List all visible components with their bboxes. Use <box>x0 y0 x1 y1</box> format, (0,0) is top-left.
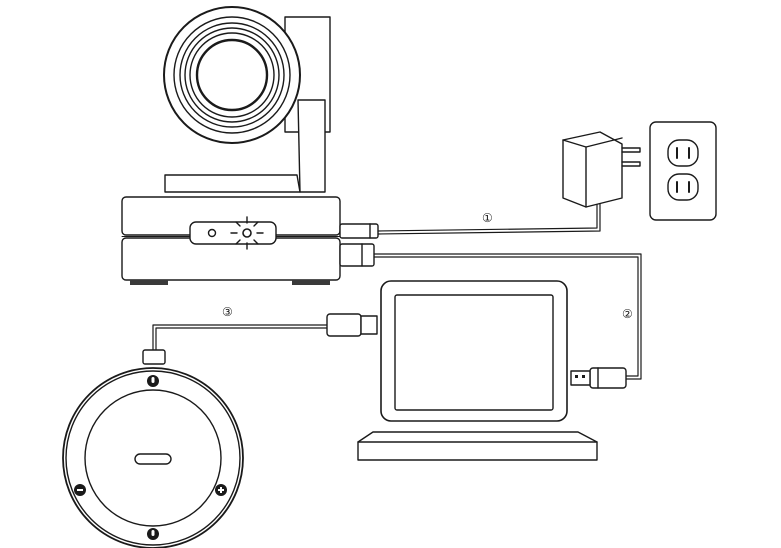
cable-1-label: ① <box>482 211 493 225</box>
usb-cable-laptop <box>373 253 642 380</box>
volume-down-icon <box>74 484 86 496</box>
wall-outlet-icon <box>649 121 717 221</box>
usb-connector-icon <box>142 313 378 365</box>
volume-up-icon <box>215 484 227 496</box>
laptop-icon <box>357 280 598 461</box>
ptz-camera-icon <box>121 6 379 285</box>
power-adapter-icon <box>562 131 641 208</box>
cable-2-label: ② <box>622 307 633 321</box>
power-cable <box>377 194 601 235</box>
mic-icon <box>147 375 159 540</box>
status-light-icon <box>230 216 264 250</box>
speakerphone-icon <box>62 367 244 548</box>
usb-connector-icon <box>570 367 627 389</box>
usb-cable-speaker <box>152 324 328 351</box>
cable-3-label: ③ <box>222 305 233 319</box>
